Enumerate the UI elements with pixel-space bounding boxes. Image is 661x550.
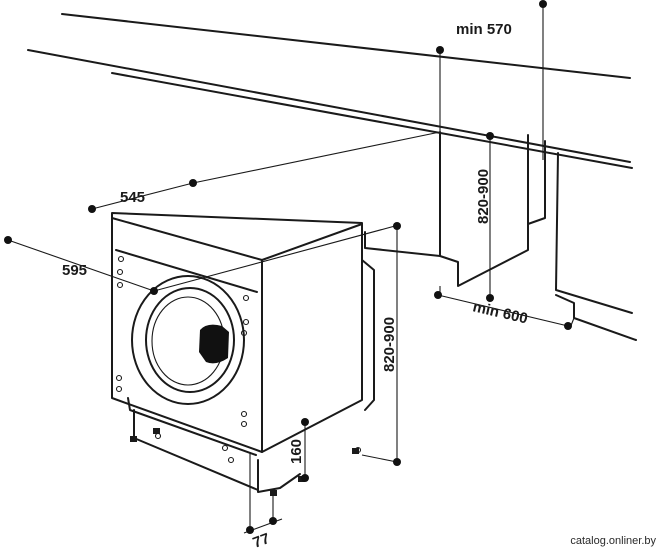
dim-min-600 [434, 286, 575, 330]
label-min-570: min 570 [456, 21, 512, 38]
dim-foot-77 [243, 452, 283, 534]
foot-front [270, 490, 277, 496]
watermark: catalog.onliner.by [570, 535, 656, 547]
dim-min-570 [436, 0, 547, 160]
label-niche-height: 820-900 [475, 169, 492, 224]
foot-back [153, 428, 160, 434]
feet [130, 428, 359, 496]
label-depth-545: 545 [120, 189, 145, 206]
dim-plinth-160 [301, 418, 309, 482]
label-appliance-height: 820-900 [381, 317, 398, 372]
door [131, 275, 245, 405]
label-min-600: min 600 [471, 298, 529, 327]
niche-walls [364, 131, 637, 341]
label-foot-77: 77 [251, 530, 272, 550]
foot-left [130, 436, 137, 442]
label-plinth-160: 160 [288, 439, 305, 464]
washing-machine [111, 212, 375, 493]
door-handle [199, 324, 229, 364]
dim-width-595 [4, 225, 396, 295]
label-width-595: 595 [62, 262, 87, 279]
dim-depth-545 [88, 131, 441, 213]
dim-niche-height [486, 132, 494, 302]
countertop [27, 13, 633, 169]
dim-appliance-height [361, 222, 401, 466]
screw-holes [115, 255, 362, 464]
